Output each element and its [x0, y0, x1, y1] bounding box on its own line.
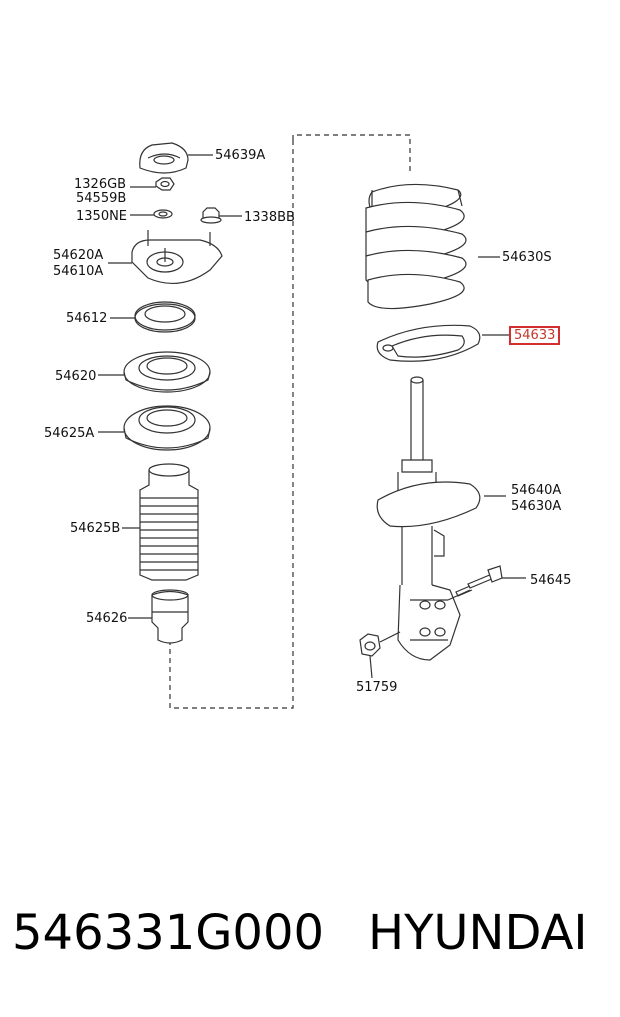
brand-text: HYUNDAI — [368, 905, 588, 961]
strut-body — [376, 376, 481, 661]
label-54620A: 54620A — [53, 248, 104, 263]
part-1338BB — [200, 207, 222, 224]
guide-line-bottom — [169, 630, 294, 709]
caption-bar: 546331G000 HYUNDAI — [0, 905, 620, 975]
label-54625A: 54625A — [44, 426, 95, 441]
part-number-text: 546331G000 — [12, 905, 325, 961]
label-54633-highlighted: 54633 — [509, 326, 561, 345]
part-54620 — [123, 351, 211, 393]
label-51759: 51759 — [356, 680, 398, 695]
part-54639A — [139, 142, 189, 174]
part-54612 — [134, 301, 196, 333]
label-54612: 54612 — [66, 311, 108, 326]
part-54625B — [139, 463, 199, 581]
part-54620A-mount — [131, 230, 223, 284]
label-54620: 54620 — [55, 369, 97, 384]
label-54645: 54645 — [530, 573, 572, 588]
label-1326GB: 1326GB — [74, 177, 127, 192]
strut-assembly-drawing — [98, 134, 526, 709]
part-54645 — [455, 565, 503, 597]
part-51759 — [359, 633, 381, 657]
label-1338BB: 1338BB — [244, 210, 295, 225]
guide-line-top — [292, 134, 411, 175]
parts-diagram: 54639A 1326GB 54559B 1350NE 1338BB 54620… — [44, 134, 572, 709]
part-54633 — [376, 324, 481, 362]
part-54626 — [151, 589, 189, 644]
label-54625B: 54625B — [70, 521, 121, 536]
label-54639A: 54639A — [215, 148, 266, 163]
part-1326GB — [155, 177, 175, 191]
part-54630S — [365, 183, 467, 310]
label-54640A: 54640A — [511, 483, 562, 498]
label-1350NE: 1350NE — [76, 209, 128, 224]
part-54625A — [123, 405, 211, 451]
label-54610A: 54610A — [53, 264, 104, 279]
label-54626: 54626 — [86, 611, 128, 626]
label-54630A: 54630A — [511, 499, 562, 514]
label-54559B: 54559B — [76, 191, 127, 206]
part-1350NE — [153, 209, 173, 219]
label-54630S: 54630S — [502, 250, 552, 265]
